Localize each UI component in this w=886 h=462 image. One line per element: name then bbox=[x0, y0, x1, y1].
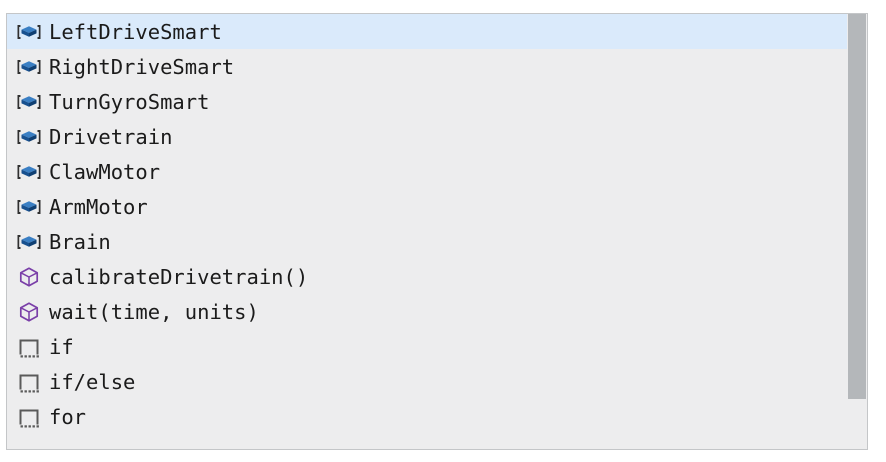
variable-box-icon bbox=[16, 91, 42, 113]
suggestion-item[interactable]: Drivetrain bbox=[7, 119, 847, 154]
function-cube-icon bbox=[16, 266, 42, 288]
suggestion-item-label: calibrateDrivetrain() bbox=[49, 264, 309, 289]
vertical-scrollbar-thumb[interactable] bbox=[848, 14, 866, 399]
suggestion-item[interactable]: wait(time, units) bbox=[7, 294, 847, 329]
variable-box-icon bbox=[16, 161, 42, 183]
function-cube-icon bbox=[16, 301, 42, 323]
suggestion-item[interactable]: calibrateDrivetrain() bbox=[7, 259, 847, 294]
variable-box-icon bbox=[16, 21, 42, 43]
code-block-icon bbox=[16, 371, 42, 393]
suggestion-item[interactable]: if bbox=[7, 329, 847, 364]
code-block-icon bbox=[16, 336, 42, 358]
suggestion-item[interactable]: RightDriveSmart bbox=[7, 49, 847, 84]
code-block-icon bbox=[16, 406, 42, 428]
variable-box-icon bbox=[16, 196, 42, 218]
suggestion-item[interactable]: for bbox=[7, 399, 847, 434]
suggestion-item-label: Drivetrain bbox=[49, 124, 173, 149]
suggestion-item-label: ArmMotor bbox=[49, 194, 148, 219]
suggestion-item-label: Brain bbox=[49, 229, 111, 254]
vertical-scrollbar-track[interactable] bbox=[847, 14, 867, 449]
suggestion-item-label: wait(time, units) bbox=[49, 299, 259, 324]
suggestion-item[interactable]: ArmMotor bbox=[7, 189, 847, 224]
variable-box-icon bbox=[16, 126, 42, 148]
suggestion-item-label: ClawMotor bbox=[49, 159, 161, 184]
suggestion-item-label: for bbox=[49, 404, 87, 429]
suggestion-item[interactable]: LeftDriveSmart bbox=[7, 14, 847, 49]
suggestion-item[interactable]: ClawMotor bbox=[7, 154, 847, 189]
suggestion-item[interactable]: TurnGyroSmart bbox=[7, 84, 847, 119]
suggestion-item[interactable]: Brain bbox=[7, 224, 847, 259]
suggestion-item[interactable]: if/else bbox=[7, 364, 847, 399]
suggestion-item-label: if/else bbox=[49, 369, 136, 394]
suggestion-item-label: LeftDriveSmart bbox=[49, 19, 222, 44]
variable-box-icon bbox=[16, 231, 42, 253]
suggestion-item-label: if bbox=[49, 334, 74, 359]
suggestion-item-label: RightDriveSmart bbox=[49, 54, 235, 79]
suggestion-item-label: TurnGyroSmart bbox=[49, 89, 210, 114]
variable-box-icon bbox=[16, 56, 42, 78]
